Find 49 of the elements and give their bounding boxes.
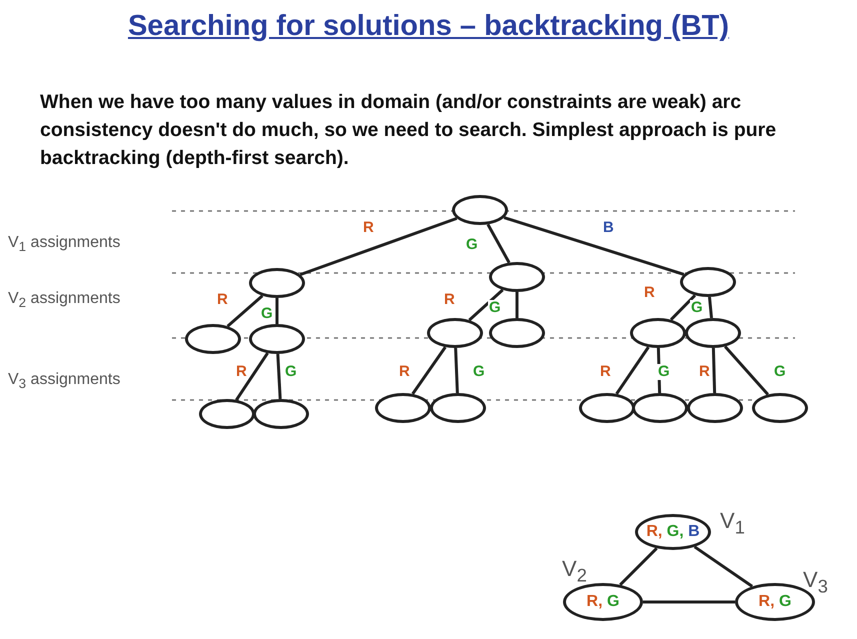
connector-line	[724, 346, 770, 396]
domain-values: R, G	[586, 593, 620, 611]
tree-node-ellipse	[489, 262, 545, 292]
tree-node-ellipse	[630, 318, 686, 348]
connector-line	[670, 294, 696, 321]
connector-line	[276, 298, 278, 324]
variable-name: V$_{1}$	[720, 508, 745, 538]
edge-label: G	[657, 364, 671, 380]
connector-line	[516, 292, 518, 318]
tree-node-ellipse	[253, 399, 309, 429]
tree-node-ellipse	[452, 195, 508, 225]
variable-name: V$_{2}$	[562, 556, 587, 586]
tree-node-ellipse	[249, 324, 305, 354]
tree-node-ellipse	[579, 393, 635, 423]
tree-node-ellipse	[489, 318, 545, 348]
connector-line	[712, 348, 716, 394]
connector-line	[454, 348, 459, 394]
connector-line	[300, 216, 458, 276]
connector-line	[619, 547, 658, 586]
title: Searching for solutions – backtracking (BT)	[126, 10, 730, 43]
tree-node-ellipse	[427, 318, 483, 348]
level-label: V$_{3}$ assignments	[8, 371, 120, 392]
tree-node-ellipse	[680, 267, 736, 297]
connector-line	[615, 346, 650, 395]
connector-line	[486, 224, 510, 264]
level-label: V$_{2}$ assignments	[8, 290, 120, 310]
intro-paragraph: When we have too many values in domain (and/or constraints are weak) arc consistency doesn't do much, so we need to search. Simplest approach is pure backtracking (depth-first search).	[40, 90, 778, 171]
tree-node-ellipse	[199, 399, 255, 429]
level-label: V$_{1}$ assignments	[8, 234, 120, 254]
connector-line	[226, 294, 264, 328]
domain-values: R, G, B	[646, 523, 700, 541]
variable-name: V$_{3}$	[803, 567, 828, 598]
connector-line	[708, 296, 713, 318]
edge-label: R	[235, 364, 248, 380]
tree-node-ellipse	[632, 393, 688, 423]
connector-line	[504, 216, 684, 276]
tree-node-ellipse	[430, 393, 486, 423]
connector-line	[276, 354, 282, 400]
domain-values: R, G	[758, 593, 792, 611]
connector-line	[643, 600, 735, 604]
tree-node-ellipse	[685, 318, 741, 348]
connector-line	[411, 346, 447, 395]
tree-node-ellipse	[249, 268, 305, 298]
tree-node-ellipse	[752, 393, 808, 423]
tree-node-ellipse	[185, 324, 241, 354]
connector-line	[468, 288, 504, 322]
connector-line	[235, 352, 269, 401]
tree-node-ellipse	[375, 393, 431, 423]
tree-node-ellipse	[687, 393, 743, 423]
